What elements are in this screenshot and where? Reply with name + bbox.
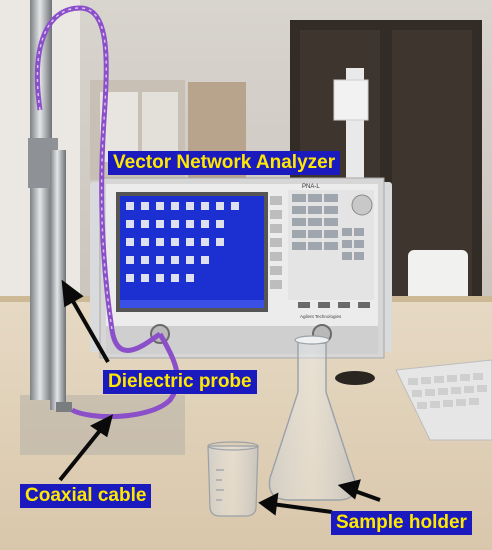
arrow-holder-2-head (337, 479, 361, 500)
coaxial-cable-lower (70, 332, 180, 419)
instrument-model: PNA-L (302, 184, 320, 190)
label-sample-holder: Sample holder (331, 511, 472, 535)
label-coaxial-cable: Coaxial cable (20, 484, 152, 508)
label-dielectric-probe: Dielectric probe (103, 370, 257, 394)
arrow-probe (68, 295, 110, 363)
vna-taskbar (120, 300, 264, 308)
side-softkeys (270, 196, 282, 289)
table-hole (335, 371, 375, 385)
vna-screen (120, 196, 264, 300)
annotation-arrows (58, 279, 381, 516)
stand-pole (30, 0, 52, 400)
stand-foot (56, 402, 72, 412)
beaker (207, 441, 259, 517)
desktop-icons (126, 202, 239, 282)
instrument-brand: Agilent Technologies (300, 314, 342, 319)
antenna-head (333, 79, 369, 121)
arrow-holder-1-head (258, 492, 279, 516)
stand-rod (50, 150, 66, 410)
shelf-inner (142, 92, 178, 162)
vna-handle (90, 182, 102, 352)
usb-ports (298, 302, 370, 308)
arrow-coax-head (90, 414, 113, 438)
network-analyzer (90, 177, 392, 359)
arrow-probe-head (61, 279, 84, 308)
arrow-coax (58, 426, 104, 482)
label-vector-network-analyzer: Vector Network Analyzer (108, 151, 341, 175)
keyboard-keys (408, 373, 487, 409)
flask (268, 335, 356, 501)
arrow-holder-1 (271, 502, 333, 514)
rotary-knob (351, 194, 373, 216)
keypad-keys (292, 194, 364, 260)
